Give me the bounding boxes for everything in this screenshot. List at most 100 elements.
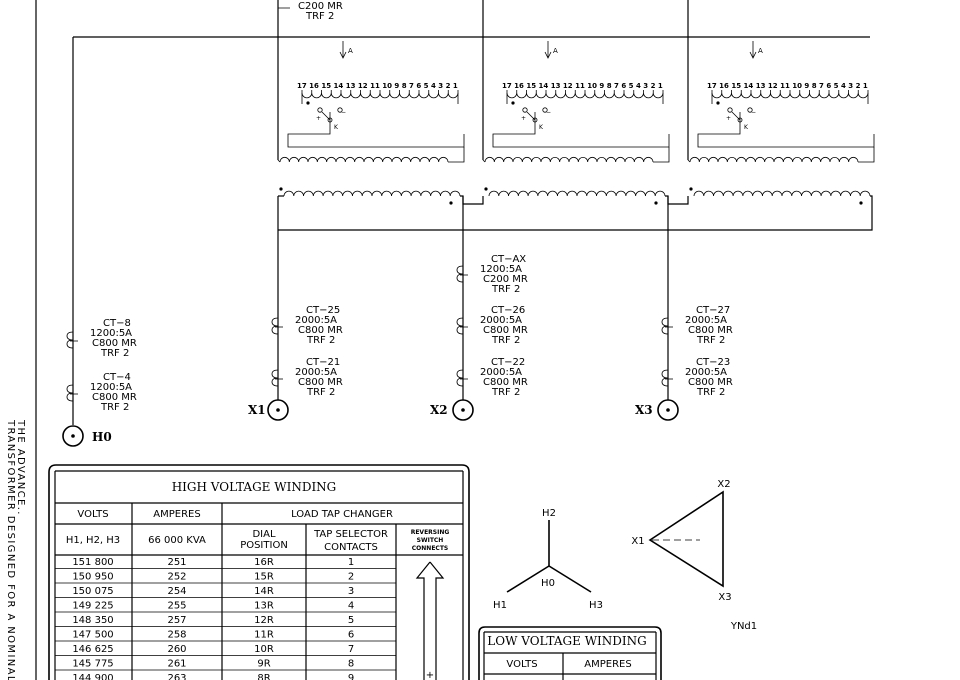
table-cell: 147 500 [72, 630, 113, 641]
table-cell: 255 [167, 601, 186, 612]
table-cell: 9 [348, 673, 354, 680]
plus-sign: + [316, 115, 321, 122]
table-cell: 145 775 [72, 659, 113, 670]
terminal-label-x1: X1 [248, 403, 266, 417]
bushing-x2: X2 [430, 399, 474, 421]
wye-h3: H3 [589, 600, 603, 611]
hv-sub-tap-1: TAP SELECTOR [313, 529, 388, 540]
terminal-label-x2: X2 [430, 403, 448, 417]
ct-22-trf: TRF 2 [491, 387, 520, 398]
hv-main-winding [279, 157, 449, 163]
table-cell: 257 [167, 615, 186, 626]
reversing-switch-arrow [415, 561, 445, 680]
ct-4-ratio: 1200:5A [90, 382, 132, 393]
ct-25-trf: TRF 2 [306, 335, 335, 346]
tap-numbers: 17 16 15 14 13 12 11 10 9 8 7 6 5 4 3 2 … [502, 82, 663, 90]
table-cell: 2 [348, 572, 354, 583]
k-label: K [539, 124, 544, 131]
table-cell: 16R [254, 557, 274, 568]
ct-ax-name: CT−AX [491, 254, 526, 265]
tap-winding [711, 92, 869, 99]
hv-winding-table: HIGH VOLTAGE WINDING VOLTS AMPERES LOAD … [48, 464, 470, 680]
wye-h2: H2 [542, 508, 556, 519]
hv-phase-3: A 17 16 15 14 13 12 11 10 9 8 7 6 5 4 3 2… [687, 37, 875, 163]
side-note-line1: TRANSFORMER DESIGNED FOR A NOMINAL I [5, 419, 16, 680]
ct-8-rating: C800 MR [92, 338, 137, 349]
table-cell: 5 [348, 615, 354, 626]
table-cell: 261 [167, 659, 186, 670]
wye-vector-diagram: H2 H1 H3 H0 [493, 508, 603, 611]
ct-22-name: CT−22 [491, 357, 525, 368]
ct-8-trf: TRF 2 [100, 348, 129, 359]
ct-25-ratio: 2000:5A [295, 315, 337, 326]
bushing-x1: X1 [248, 399, 289, 421]
table-row: 148 350 257 12R 5 [55, 615, 396, 627]
hv-col-ltc: LOAD TAP CHANGER [291, 509, 393, 520]
plus-sign: + [726, 115, 731, 122]
table-cell: 6 [348, 630, 354, 641]
table-cell: 13R [254, 601, 274, 612]
table-cell: 15R [254, 572, 274, 583]
ct-26: CT−26 2000:5A C800 MR TRF 2 [456, 305, 528, 346]
ct-23-trf: TRF 2 [696, 387, 725, 398]
tap-winding [301, 92, 459, 99]
current-arrow-label: A [758, 47, 763, 55]
ct-ax-rating: C200 MR [483, 274, 528, 285]
ct-21-trf: TRF 2 [306, 387, 335, 398]
terminal-label-h0: H0 [92, 430, 112, 444]
bushing-x3: X3 [635, 399, 679, 421]
tap-numbers: 17 16 15 14 13 12 11 10 9 8 7 6 5 4 3 2 … [297, 82, 458, 90]
ct-22-rating: C800 MR [483, 377, 528, 388]
ct-23-ratio: 2000:5A [685, 367, 727, 378]
lv-col-volts: VOLTS [506, 659, 537, 670]
hv-sub-rev-1: REVERSING [411, 529, 450, 536]
hv-phase-1: A17 16 15 14 13 12 11 10 9 8 7 6 5 4 3 2… [277, 37, 465, 163]
ct-23-rating: C800 MR [688, 377, 733, 388]
ct-22-ratio: 2000:5A [480, 367, 522, 378]
ct-26-trf: TRF 2 [491, 335, 520, 346]
hv-sub-rev-3: CONNECTS [412, 545, 448, 552]
table-cell: 254 [167, 586, 186, 597]
hv-main-winding [689, 157, 859, 163]
side-note-line2: THE ADVANCE.. [15, 419, 26, 516]
top-ct-trf: TRF 2 [305, 11, 334, 22]
ct-21-rating: C800 MR [298, 377, 343, 388]
ct-23-name: CT−23 [696, 357, 730, 368]
side-note: TRANSFORMER DESIGNED FOR A NOMINAL I THE… [5, 419, 26, 680]
table-cell: 151 800 [72, 557, 113, 568]
ct-4-name: CT−4 [103, 372, 131, 383]
table-cell: 1 [348, 557, 354, 568]
ct-23: CT−23 2000:5A C800 MR TRF 2 [661, 357, 733, 398]
ct-25-rating: C800 MR [298, 325, 343, 336]
table-cell: 12R [254, 615, 274, 626]
delta-x3: X3 [718, 592, 731, 603]
ct-27-rating: C800 MR [688, 325, 733, 336]
hv-sub-rev-2: SWITCH [417, 537, 444, 544]
table-cell: 148 350 [72, 615, 113, 626]
hv-sub-volts: H1, H2, H3 [66, 535, 120, 546]
lv-col-amperes: AMPERES [584, 659, 631, 670]
ct-4-trf: TRF 2 [100, 402, 129, 413]
ct-21-ratio: 2000:5A [295, 367, 337, 378]
tap-numbers: 17 16 15 14 13 12 11 10 9 8 7 6 5 4 3 2 … [707, 82, 868, 90]
top-ct-lead [277, 0, 290, 9]
tap-winding [506, 92, 664, 99]
ct-25-name: CT−25 [306, 305, 340, 316]
hv-sub-tap-2: CONTACTS [324, 542, 378, 553]
ct-8-ratio: 1200:5A [90, 328, 132, 339]
ct-25: CT−25 2000:5A C800 MR TRF 2 [271, 305, 343, 346]
hv-sub-dial-1: DIAL [252, 529, 275, 540]
ct-8-name: CT−8 [103, 318, 131, 329]
table-cell: 9R [257, 659, 270, 670]
